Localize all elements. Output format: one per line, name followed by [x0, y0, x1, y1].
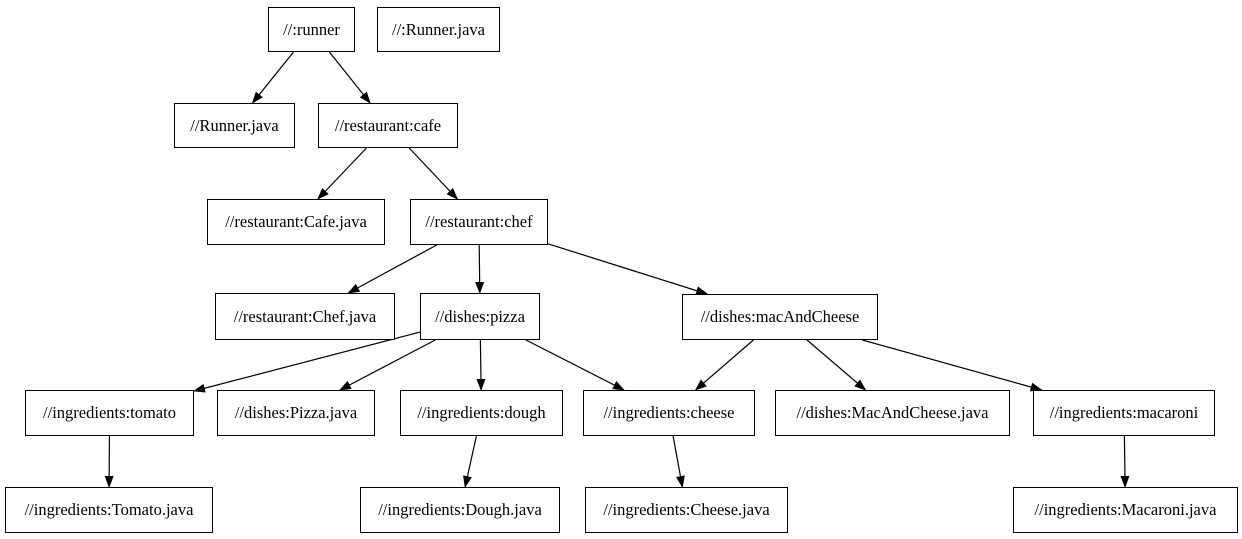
- graph-node-label: //dishes:macAndCheese: [700, 307, 860, 326]
- graph-node-mac-and-cheese: //dishes:macAndCheese: [682, 294, 878, 340]
- graph-edge-cafe-to-chef: [408, 147, 458, 200]
- graph-node-dough-java: //ingredients:Dough.java: [360, 487, 560, 533]
- graph-node-mac-java: //dishes:MacAndCheese.java: [775, 390, 1010, 436]
- graph-edge-mac-and-cheese-to-macaroni: [862, 339, 1043, 392]
- graph-node-cheese: //ingredients:cheese: [583, 390, 755, 436]
- graph-node-label: //:runner: [283, 19, 340, 39]
- graph-node-label: //ingredients:Dough.java: [378, 500, 542, 519]
- graph-node-pizza-java: //dishes:Pizza.java: [217, 390, 375, 436]
- graph-node-runner: //:runner: [268, 7, 355, 52]
- graph-node-runner-java: //Runner.java: [174, 103, 295, 148]
- graph-node-label: //restaurant:Cafe.java: [225, 212, 367, 231]
- graph-node-dough: //ingredients:dough: [400, 390, 563, 436]
- graph-edge-macaroni-to-macaroni-java: [1120, 435, 1130, 488]
- graph-edge-runner-to-runner-java: [251, 51, 294, 104]
- graph-edge-cafe-to-cafe-java: [317, 147, 367, 200]
- graph-node-runner-java-top: //:Runner.java: [377, 7, 500, 52]
- graph-node-label: //ingredients:Cheese.java: [603, 500, 770, 519]
- graph-edge-pizza-to-tomato: [193, 331, 421, 393]
- graph-edge-group: [104, 51, 1130, 488]
- graph-edge-pizza-to-dough: [476, 339, 486, 391]
- graph-node-macaroni-java: //ingredients:Macaroni.java: [1013, 487, 1238, 533]
- graph-node-pizza: //dishes:pizza: [420, 293, 540, 340]
- graph-node-label: //ingredients:cheese: [603, 403, 735, 422]
- graph-node-label: //ingredients:Macaroni.java: [1034, 500, 1217, 519]
- graph-edge-chef-to-chef-java: [347, 244, 437, 294]
- graph-node-macaroni: //ingredients:macaroni: [1033, 390, 1215, 436]
- graph-node-chef: //restaurant:chef: [410, 199, 548, 245]
- graph-edge-mac-and-cheese-to-cheese: [694, 339, 754, 391]
- graph-node-label: //ingredients:macaroni: [1049, 403, 1199, 422]
- graph-edge-chef-to-mac-and-cheese: [547, 243, 709, 295]
- graph-node-label: //dishes:pizza: [435, 306, 525, 326]
- graph-node-cheese-java: //ingredients:Cheese.java: [585, 487, 788, 533]
- graph-edge-chef-to-pizza: [475, 244, 485, 294]
- graph-edge-pizza-to-cheese: [525, 339, 625, 391]
- graph-node-label: //:Runner.java: [391, 19, 486, 39]
- graph-node-label: //ingredients:Tomato.java: [24, 500, 194, 519]
- graph-node-label: //restaurant:Chef.java: [233, 306, 377, 326]
- graph-node-cafe: //restaurant:cafe: [318, 103, 458, 148]
- graph-edge-cheese-to-cheese-java: [672, 435, 685, 488]
- graph-node-label: //restaurant:chef: [425, 212, 533, 231]
- graph-edge-pizza-to-pizza-java: [339, 339, 436, 391]
- graph-node-label: //Runner.java: [190, 115, 279, 135]
- graph-node-tomato: //ingredients:tomato: [25, 390, 194, 436]
- graph-node-cafe-java: //restaurant:Cafe.java: [207, 199, 385, 245]
- graph-edge-runner-to-cafe: [328, 51, 371, 104]
- graph-node-label: //dishes:Pizza.java: [234, 403, 358, 422]
- graph-node-chef-java: //restaurant:Chef.java: [215, 293, 395, 340]
- graph-edge-dough-to-dough-java: [463, 435, 477, 488]
- graph-node-label: //ingredients:dough: [417, 403, 546, 422]
- graph-edge-mac-and-cheese-to-mac-java: [806, 339, 867, 391]
- graph-node-label: //ingredients:tomato: [43, 403, 176, 422]
- graph-node-label: //dishes:MacAndCheese.java: [796, 403, 989, 422]
- graph-node-label: //restaurant:cafe: [334, 115, 442, 135]
- graph-node-tomato-java: //ingredients:Tomato.java: [5, 487, 213, 533]
